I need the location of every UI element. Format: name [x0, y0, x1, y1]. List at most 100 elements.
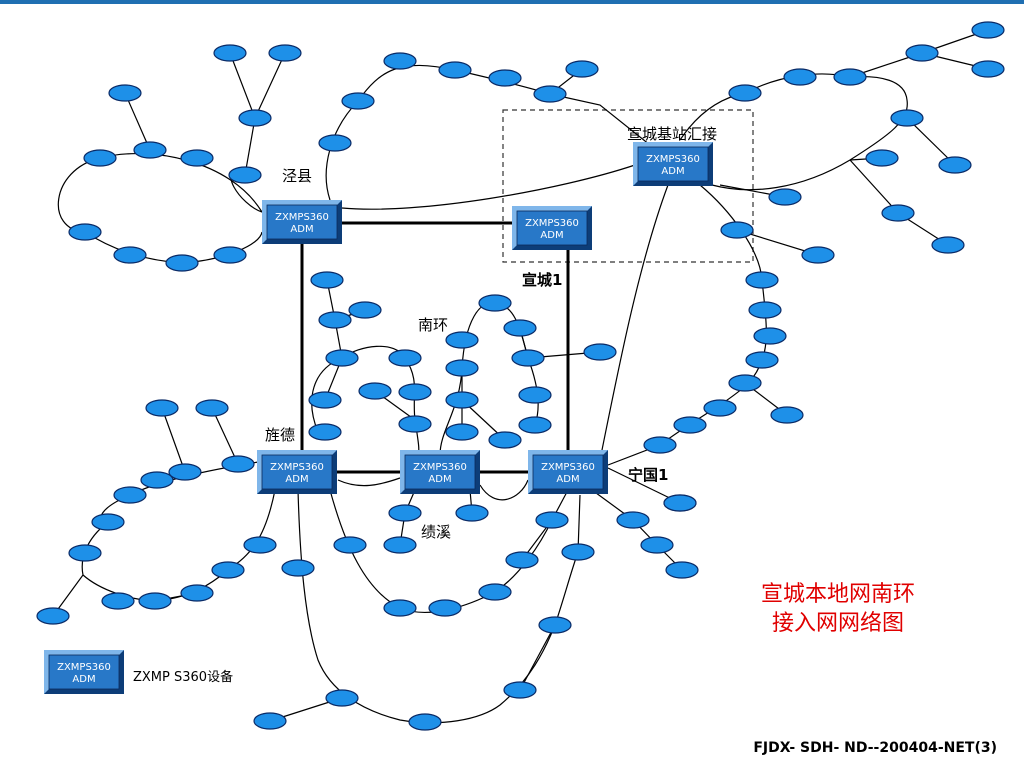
- access-node: [310, 271, 344, 289]
- access-node: [665, 561, 699, 579]
- access-node: [428, 599, 462, 617]
- access-node: [890, 109, 924, 127]
- access-node: [348, 301, 382, 319]
- access-node: [728, 374, 762, 392]
- access-node: [213, 44, 247, 62]
- access-node: [253, 712, 287, 730]
- access-node: [211, 561, 245, 579]
- access-node: [358, 382, 392, 400]
- access-node: [488, 431, 522, 449]
- site-label-xuancheng-hub: 宣城基站汇接: [627, 125, 717, 143]
- access-node: [565, 60, 599, 78]
- access-node: [308, 423, 342, 441]
- access-node: [640, 536, 674, 554]
- access-node: [561, 543, 595, 561]
- title-line-2: 接入网网络图: [772, 611, 904, 636]
- access-node: [938, 156, 972, 174]
- access-node: [388, 349, 422, 367]
- access-node: [318, 134, 352, 152]
- access-node: [753, 327, 787, 345]
- access-node: [445, 391, 479, 409]
- access-node: [663, 494, 697, 512]
- access-node: [308, 391, 342, 409]
- adm-label-line-2: ADM: [72, 674, 95, 685]
- site-label-jixi: 绩溪: [421, 523, 451, 541]
- access-node: [318, 311, 352, 329]
- access-node: [673, 416, 707, 434]
- adm-label-line-2: ADM: [540, 230, 563, 241]
- access-node: [383, 52, 417, 70]
- access-node: [383, 599, 417, 617]
- access-node: [408, 713, 442, 731]
- access-node: [213, 246, 247, 264]
- legend-label: ZXMP S360设备: [133, 669, 233, 685]
- access-node: [745, 271, 779, 289]
- access-node: [783, 68, 817, 86]
- adm-label-line-2: ADM: [556, 474, 579, 485]
- adm-label-line-1: ZXMPS360: [275, 212, 329, 223]
- access-node: [833, 68, 867, 86]
- access-node: [195, 399, 229, 417]
- access-node: [113, 246, 147, 264]
- access-node: [383, 536, 417, 554]
- adm-label-line-1: ZXMPS360: [525, 218, 579, 229]
- access-node: [768, 188, 802, 206]
- access-node: [221, 455, 255, 473]
- site-label-jingde: 旌德: [265, 426, 295, 444]
- adm-label-line-2: ADM: [290, 224, 313, 235]
- access-node: [511, 349, 545, 367]
- access-node: [36, 607, 70, 625]
- access-node: [165, 254, 199, 272]
- adm-label-line-2: ADM: [285, 474, 308, 485]
- access-node: [505, 551, 539, 569]
- access-node: [243, 536, 277, 554]
- access-node: [881, 204, 915, 222]
- site-label-nanhuan: 南环: [418, 316, 448, 334]
- access-node: [333, 536, 367, 554]
- access-node: [438, 61, 472, 79]
- access-node: [133, 141, 167, 159]
- access-node: [503, 681, 537, 699]
- access-node: [168, 463, 202, 481]
- access-node: [865, 149, 899, 167]
- access-node: [91, 513, 125, 531]
- access-node: [108, 84, 142, 102]
- access-node: [745, 351, 779, 369]
- access-node: [341, 92, 375, 110]
- adm-label-line-1: ZXMPS360: [270, 462, 324, 473]
- access-node: [228, 166, 262, 184]
- adm-label-line-1: ZXMPS360: [57, 662, 111, 673]
- access-node: [488, 69, 522, 87]
- adm-label-line-1: ZXMPS360: [646, 154, 700, 165]
- access-node: [101, 592, 135, 610]
- access-node: [325, 349, 359, 367]
- access-node: [583, 343, 617, 361]
- access-node: [68, 544, 102, 562]
- access-node: [140, 471, 174, 489]
- document-code: FJDX- SDH- ND--200404-NET(3): [753, 740, 997, 756]
- access-node: [616, 511, 650, 529]
- access-node: [113, 486, 147, 504]
- hub-group-dashed-box: [502, 109, 754, 263]
- access-node: [138, 592, 172, 610]
- access-node: [931, 236, 965, 254]
- access-node: [388, 504, 422, 522]
- adm-label-line-1: ZXMPS360: [413, 462, 467, 473]
- access-node: [238, 109, 272, 127]
- access-node: [445, 423, 479, 441]
- access-node: [728, 84, 762, 102]
- access-node: [703, 399, 737, 417]
- access-node: [478, 294, 512, 312]
- access-node: [770, 406, 804, 424]
- access-node: [971, 60, 1005, 78]
- access-node: [281, 559, 315, 577]
- adm-label-line-1: ZXMPS360: [541, 462, 595, 473]
